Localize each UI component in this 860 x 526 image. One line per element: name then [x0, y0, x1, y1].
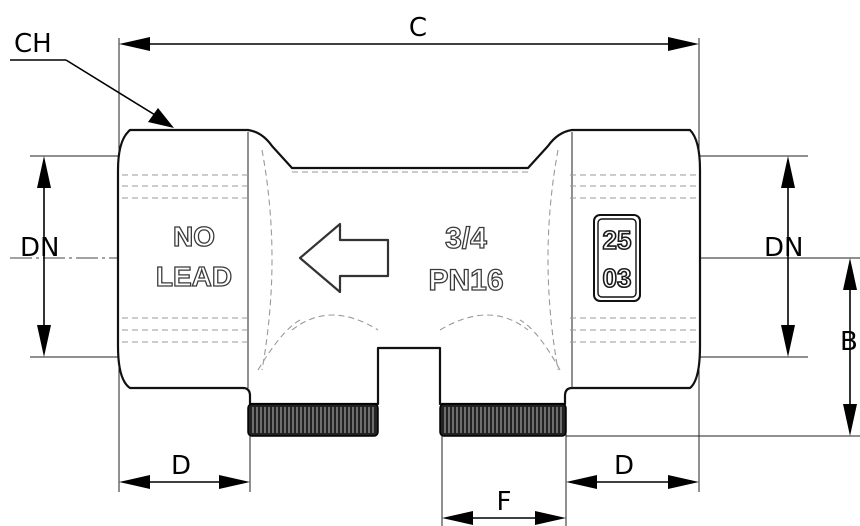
dimension-b-label: B: [840, 327, 858, 357]
dimension-b: B: [840, 258, 858, 436]
dimension-ch-label: CH: [14, 29, 52, 59]
marking-no-lead-line2: LEAD: [156, 261, 232, 292]
dimension-d-left-label: D: [171, 451, 191, 481]
dimension-f-label: F: [497, 487, 512, 517]
dimension-c-label: C: [409, 13, 427, 43]
knurl-pattern: [252, 407, 562, 433]
dimension-dn-right: DN: [764, 156, 803, 357]
dimension-d-right-label: D: [614, 451, 634, 481]
dimension-c: C: [119, 13, 699, 51]
dimension-d-left: D: [119, 451, 250, 489]
dimension-d-right: D: [566, 451, 699, 489]
dimension-ch: CH: [10, 29, 174, 128]
marking-size: 3/4: [445, 222, 487, 255]
date-stamp-top: 25: [603, 225, 632, 255]
valve-body: [116, 128, 702, 406]
dimension-dn-right-label: DN: [764, 233, 803, 263]
flow-direction-arrow-icon: [298, 222, 390, 294]
date-stamp: 25 03: [593, 214, 641, 302]
knurled-cap-right: [439, 403, 567, 437]
marking-no-lead-line1: NO: [173, 221, 215, 252]
dimension-f: F: [442, 487, 566, 525]
dimension-dn-left-label: DN: [20, 233, 59, 263]
date-stamp-bottom: 03: [603, 263, 632, 293]
marking-pressure: PN16: [428, 264, 503, 297]
dimension-dn-left: DN: [20, 156, 59, 357]
